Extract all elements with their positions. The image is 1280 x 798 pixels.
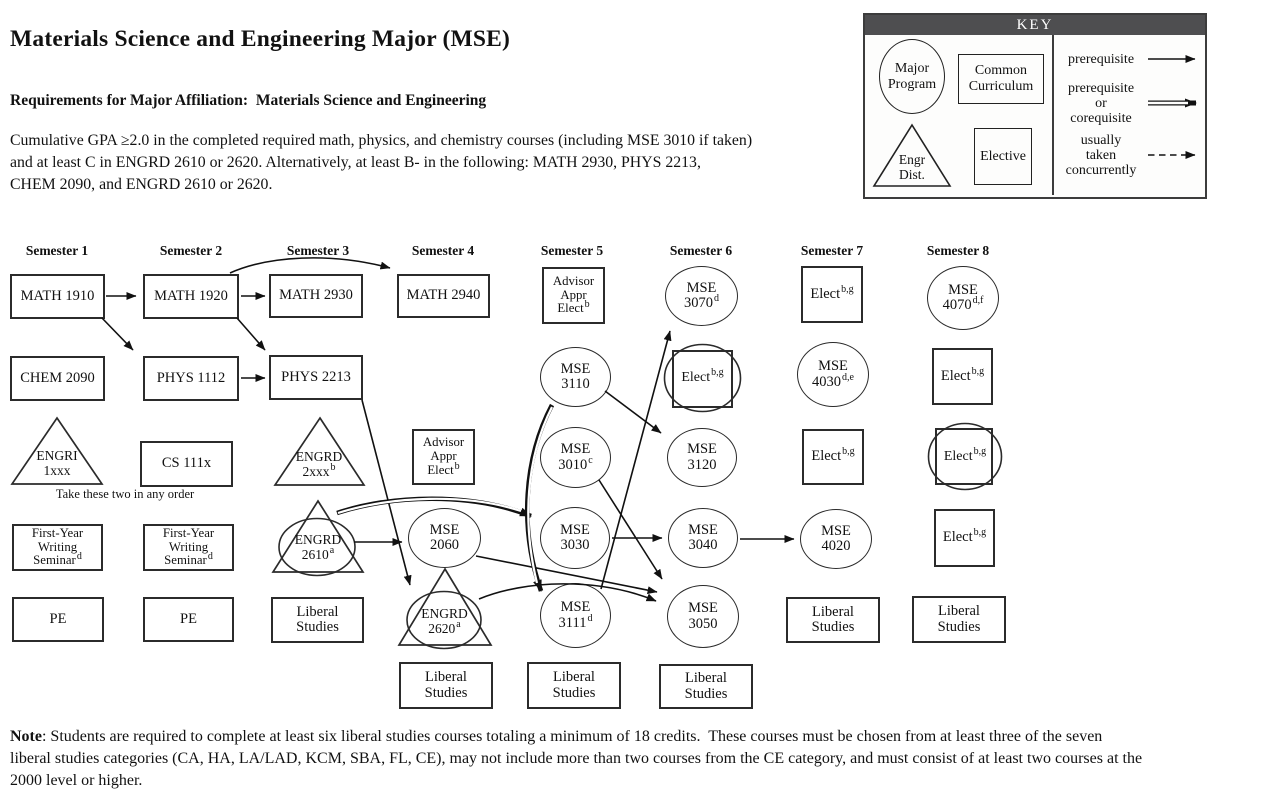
arrow-phys2213-engrd2620 [361,399,412,586]
solid-arrow-icon [1148,55,1196,63]
requirements-paragraph: Cumulative GPA ≥2.0 in the completed req… [10,132,753,193]
arrow-mse3111-mse3070 [600,330,672,590]
course-first-year-writing-seminar-1: First-Year Writing Seminard [12,524,103,571]
course-liberal-studies-7: Liberal Studies [786,597,880,643]
course-math-2930: MATH 2930 [269,274,363,318]
course-engrd-2620: ENGRD 2620a [396,565,493,650]
course-phys-2213: PHYS 2213 [269,355,363,400]
course-liberal-studies-4: Liberal Studies [399,662,493,709]
course-elective-8a: Electb,g [932,348,993,405]
semester-7-header: Semester 7 [800,243,864,258]
semester-6-header: Semester 6 [669,243,733,258]
course-elective-7b: Electb,g [802,429,864,485]
dashed-arrow-icon [1148,151,1196,159]
course-elective-7a: Electb,g [801,266,863,323]
course-phys-1112: PHYS 1112 [143,356,239,401]
key-row-prerequisite: prerequisite [1056,48,1206,70]
course-math-1910: MATH 1910 [10,274,105,319]
course-mse-4030: MSE 4030d,e [797,342,869,407]
key-title: KEY [865,15,1205,35]
course-mse-3070: MSE 3070d [665,266,738,326]
triangle-circle-icon [397,567,493,650]
circle-overlay-icon [927,422,1003,491]
course-liberal-studies-8: Liberal Studies [912,596,1006,643]
key-row-concurrent: usually taken concurrently [1056,132,1206,178]
course-elective-8b: Electb,g [927,422,1003,491]
triangle-icon [872,123,952,187]
course-pe-2: PE [143,597,234,642]
course-mse-3120: MSE 3120 [667,428,737,487]
footnote: Note: Students are required to complete … [10,726,1274,792]
key-divider [1052,35,1054,195]
course-math-2940: MATH 2940 [397,274,490,318]
arrow-math1910-phys1112 [101,317,134,351]
arrow-math1920-phys2213 [236,317,266,351]
course-pe-1: PE [12,597,104,642]
box-shape [672,350,733,408]
key-elective-box: Elective [974,128,1032,185]
semester-4-header: Semester 4 [411,243,475,258]
key-engr-dist-triangle: Engr Dist. [871,123,953,189]
course-liberal-studies-3: Liberal Studies [271,597,364,643]
course-liberal-studies-6: Liberal Studies [659,664,753,709]
semester-1-header: Semester 1 [25,243,89,258]
course-mse-3111: MSE 3111d [540,583,611,648]
arrow-mse3110-mse3120 [604,390,662,434]
footnote-text: : Students are required to complete at l… [10,728,1143,789]
course-engrd-2610: ENGRD 2610a [270,498,366,577]
key-major-program-circle: Major Program [879,39,945,114]
triangle-circle-icon [271,499,365,577]
course-elective-6: Electb,g [663,343,742,413]
box-shape [935,428,993,485]
triangle-icon [273,416,366,486]
course-liberal-studies-5: Liberal Studies [527,662,621,709]
course-elective-8c: Electb,g [934,509,995,567]
course-mse-2060: MSE 2060 [408,508,481,568]
course-engri-1xxx: ENGRI 1xxx [10,416,104,486]
course-mse-3010: MSE 3010c [540,427,611,488]
arrow-math1920-math2940 [229,257,391,274]
coreq-arrow-mse3110-mse3111 [525,403,555,592]
course-mse-4020: MSE 4020 [800,509,872,569]
semester-2-header: Semester 2 [159,243,223,258]
page-title: Materials Science and Engineering Major … [10,26,511,52]
course-advisor-approved-elective-5: Advisor Appr Electb [542,267,605,324]
course-chem-2090: CHEM 2090 [10,356,105,401]
semester-5-header: Semester 5 [540,243,604,258]
course-mse-3110: MSE 3110 [540,347,611,407]
requirements-heading: Requirements for Major Affiliation: Mate… [10,92,487,109]
course-advisor-approved-elective-4: Advisor Appr Electb [412,429,475,485]
course-cs-111x: CS 111x [140,441,233,487]
semester-8-header: Semester 8 [926,243,990,258]
course-math-1920: MATH 1920 [143,274,239,319]
double-line-arrow-icon [1148,98,1197,108]
course-mse-4070: MSE 4070d,f [927,266,999,330]
semester-3-header: Semester 3 [286,243,350,258]
key-legend-panel: KEY Major Program Common Curriculum Engr… [863,13,1207,199]
triangle-icon [10,416,104,485]
key-common-curriculum-box: Common Curriculum [958,54,1044,104]
course-mse-3030: MSE 3030 [540,507,610,569]
any-order-note: Take these two in any order [55,487,195,501]
course-first-year-writing-seminar-2: First-Year Writing Seminard [143,524,234,571]
course-mse-3040: MSE 3040 [668,508,738,568]
course-engrd-2xxx: ENGRD 2xxxb [272,416,366,487]
course-mse-3050: MSE 3050 [667,585,739,648]
key-row-prereq-or-coreq: prerequisite or corequisite [1056,80,1206,126]
footnote-label: Note [10,728,42,745]
